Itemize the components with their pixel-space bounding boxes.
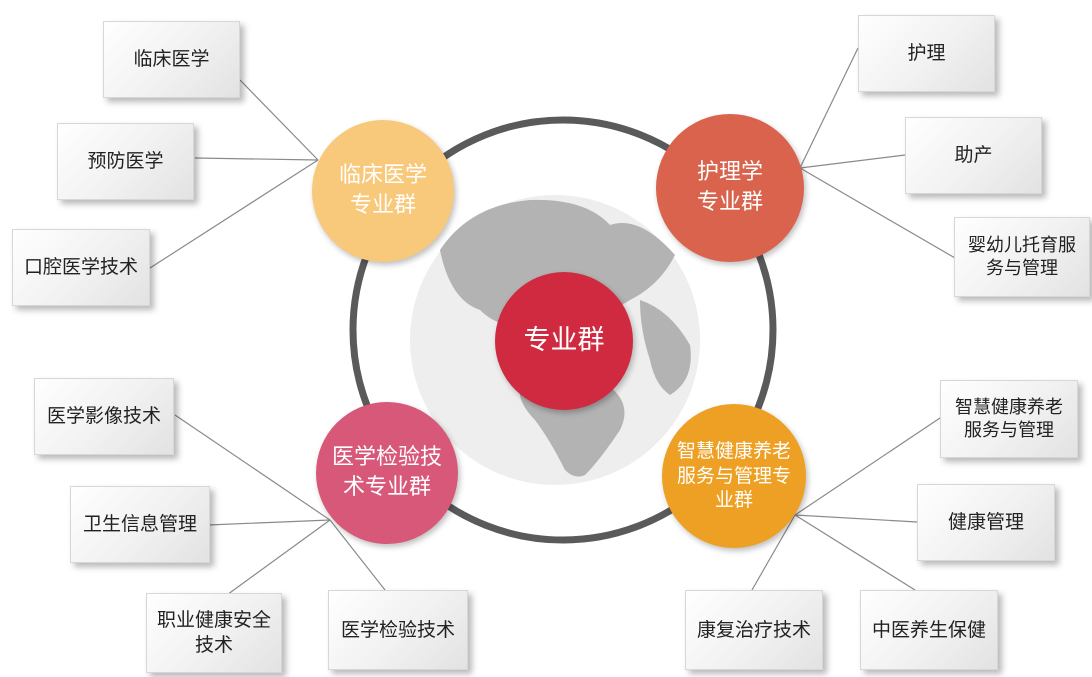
node-infant-care-services: 婴幼儿托育服 务与管理 [954, 217, 1090, 297]
connector-lab-2 [207, 519, 331, 526]
connector-nursing-3 [799, 167, 956, 259]
connector-nursing-2 [799, 154, 906, 169]
connector-lab-3 [219, 519, 331, 601]
connector-lab-1 [174, 414, 331, 521]
group-circle-clinical: 临床医学 专业群 [312, 120, 454, 262]
connector-elderly-2 [794, 514, 918, 523]
group-circle-nursing: 护理学 专业群 [656, 114, 804, 262]
connector-clinical-2 [194, 157, 319, 161]
node-stomatology-technology: 口腔医学技术 [12, 229, 150, 306]
node-occupational-health-safety: 职业健康安全 技术 [146, 593, 282, 673]
globe-continent-north [440, 199, 675, 326]
node-clinical-medicine: 临床医学 [103, 21, 240, 98]
center-circle: 专业群 [495, 272, 633, 410]
node-health-management: 健康管理 [917, 484, 1055, 561]
node-nursing: 护理 [858, 15, 995, 92]
connector-elderly-1 [794, 417, 941, 516]
node-smart-elderly-care: 智慧健康养老 服务与管理 [940, 380, 1078, 458]
node-midwifery: 助产 [905, 117, 1042, 194]
node-medical-imaging-technology: 医学影像技术 [34, 378, 174, 455]
node-health-information-management: 卫生信息管理 [70, 486, 210, 563]
connector-lab-4 [329, 519, 386, 591]
node-medical-laboratory-technology: 医学检验技术 [328, 590, 468, 670]
group-circle-lab: 医学检验技 术专业群 [316, 402, 458, 544]
node-rehabilitation-therapy-technology: 康复治疗技术 [685, 590, 823, 670]
node-preventive-medicine: 预防医学 [57, 123, 194, 200]
node-tcm-health-preservation: 中医养生保健 [860, 590, 998, 670]
connector-nursing-1 [799, 47, 859, 169]
group-circle-elderly: 智慧健康养老 服务与管理专 业群 [662, 404, 806, 548]
globe-continent-east [640, 300, 691, 395]
connector-elderly-3 [794, 514, 916, 591]
outer-ring [349, 116, 777, 544]
connectors [149, 47, 956, 601]
connector-clinical-1 [239, 79, 319, 161]
connector-elderly-4 [751, 514, 796, 591]
connector-clinical-3 [149, 159, 319, 269]
